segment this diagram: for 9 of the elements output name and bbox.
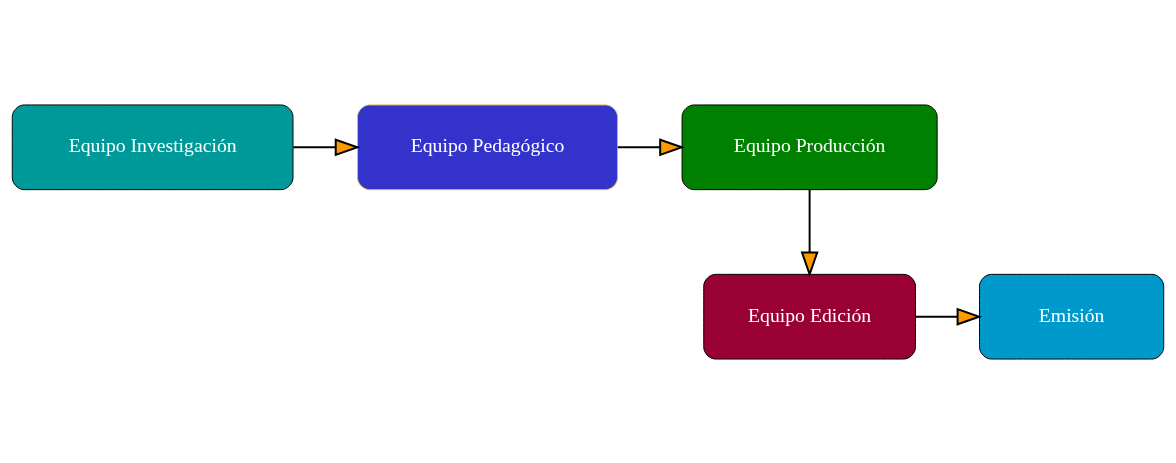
- arrow: [616, 137, 685, 156]
- node-box: Equipo Investigación: [11, 103, 294, 190]
- node-box: Equipo Pedagógico: [357, 103, 619, 190]
- node-box: Emisión: [979, 273, 1165, 360]
- arrow: [292, 137, 361, 156]
- node-box: Equipo Producción: [681, 103, 938, 190]
- arrow: [800, 188, 819, 277]
- node-box: Equipo Edición: [703, 273, 916, 360]
- arrow: [914, 307, 983, 326]
